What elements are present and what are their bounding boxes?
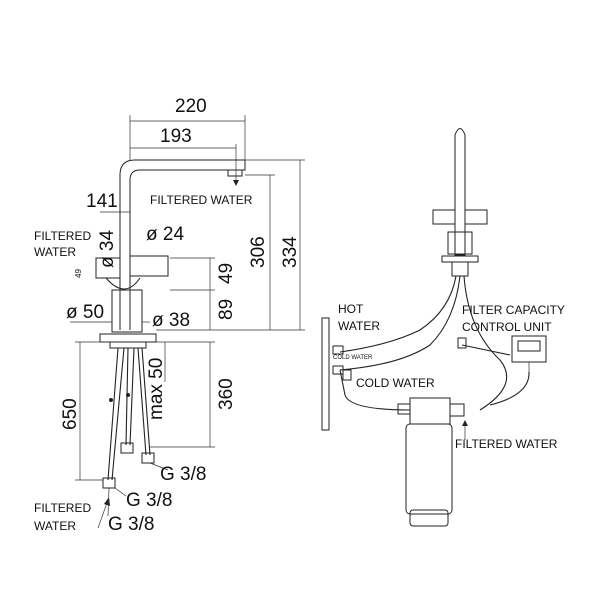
label-filtered-water-top: FILTERED WATER — [150, 193, 253, 207]
leader — [149, 462, 169, 471]
dim-g38-c: G 3/8 — [108, 514, 154, 535]
faucet-body — [111, 289, 143, 333]
filter-meter — [449, 403, 465, 417]
hose-filtered — [463, 275, 508, 411]
filter-inlet — [397, 403, 411, 415]
dimension-texts: 220 193 141 ø 24 ø 34 49 49 89 306 334 ø… — [60, 96, 301, 535]
faucet-body-front — [447, 231, 473, 255]
label-filtered-left-1: FILTERED — [34, 229, 91, 243]
fitting-2 — [120, 442, 134, 454]
dim-334: 334 — [280, 236, 301, 268]
handle-joint — [105, 277, 141, 290]
valve-hot — [332, 345, 344, 355]
fitting-3 — [141, 452, 155, 464]
filter-head — [409, 397, 451, 425]
dim-d34: ø 34 — [97, 230, 118, 268]
left-handle — [95, 257, 121, 279]
faucet-handle-right — [464, 209, 488, 225]
control-wire — [489, 371, 530, 406]
dim-306: 306 — [248, 236, 269, 268]
label-filter-capacity-1: FILTER CAPACITY — [462, 303, 565, 317]
installation-view — [321, 128, 547, 527]
arrow-head — [462, 420, 468, 426]
dim-max50: max 50 — [146, 358, 167, 420]
label-hot-1: HOT — [338, 302, 364, 316]
faucet-front — [454, 128, 466, 256]
label-filtered-water-right: FILTERED WATER — [455, 437, 558, 451]
dim-650: 650 — [60, 398, 81, 430]
dim-360: 360 — [216, 378, 237, 410]
right-labels: HOT WATER FILTER CAPACITY CONTROL UNIT C… — [333, 302, 565, 451]
left-labels: FILTERED WATER FILTERED WATER FILTERED W… — [34, 193, 253, 533]
arrow-head — [104, 497, 110, 506]
dim-d24: ø 24 — [146, 224, 184, 245]
dim-g38-b: G 3/8 — [126, 490, 172, 511]
filter-cartridge — [405, 423, 453, 515]
hose-to-control — [461, 344, 511, 356]
hose-right — [137, 347, 151, 456]
dim-141: 141 — [86, 191, 118, 212]
dim-d38: ø 38 — [152, 310, 190, 331]
faucet-mount — [109, 341, 147, 349]
dim-220: 220 — [175, 96, 207, 117]
dim-49-small: 49 — [74, 269, 83, 278]
label-filtered-bottom-1: FILTERED — [34, 501, 91, 515]
leader — [107, 487, 110, 517]
cabinet-wall — [321, 317, 330, 431]
hose-left — [107, 347, 125, 481]
fitting-1 — [102, 477, 116, 489]
dim-193: 193 — [160, 126, 192, 147]
faucet-side-view — [95, 159, 246, 489]
hose-clip — [109, 398, 113, 402]
hose-clip — [126, 393, 130, 397]
hose-clamp — [457, 337, 467, 349]
hose-cold — [339, 275, 461, 371]
hose-hot — [339, 275, 457, 353]
faucet-mount-front — [451, 261, 469, 277]
faucet-spout — [119, 159, 246, 330]
arrow-head — [233, 180, 239, 186]
dim-89: 89 — [216, 299, 237, 320]
label-cold-water: COLD WATER — [356, 376, 435, 390]
faucet-base — [99, 333, 157, 343]
label-filter-capacity-2: CONTROL UNIT — [462, 320, 552, 334]
right-handle — [130, 255, 169, 277]
dim-g38-a: G 3/8 — [160, 464, 206, 485]
filter-bottom — [409, 509, 449, 527]
leader — [114, 487, 127, 497]
valve-tee — [342, 369, 352, 381]
label-cold-water-small: COLD WATER — [333, 355, 373, 361]
label-filtered-left-2: WATER — [34, 245, 76, 259]
dim-49: 49 — [216, 263, 237, 284]
hose-cold-to-filter — [339, 369, 411, 411]
control-unit — [511, 335, 547, 363]
label-hot-2: WATER — [338, 319, 380, 333]
faucet-base-front — [441, 255, 479, 263]
label-filtered-bottom-2: WATER — [34, 519, 76, 533]
dimension-lines — [70, 115, 305, 529]
dim-d50: ø 50 — [66, 302, 104, 323]
faucet-handle-left — [432, 209, 456, 225]
control-display — [517, 340, 541, 352]
spout-aerator — [227, 169, 243, 177]
